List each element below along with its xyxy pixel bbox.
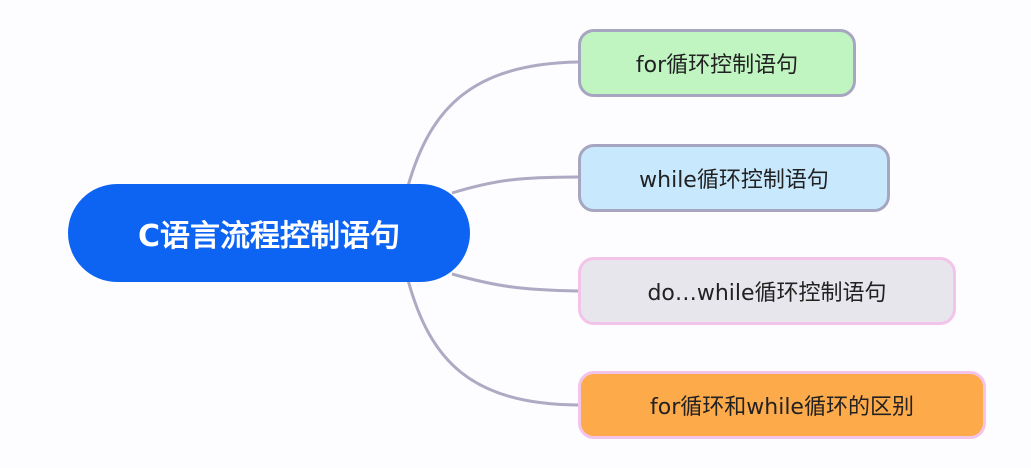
subtopic-label: for循环和while循环的区别: [650, 395, 914, 420]
root-topic-node[interactable]: C语言流程控制语句: [68, 184, 470, 282]
subtopic-while-loop[interactable]: while循环控制语句: [578, 144, 890, 212]
subtopic-for-vs-while[interactable]: for循环和while循环的区别: [578, 371, 986, 439]
root-topic-label: C语言流程控制语句: [137, 219, 401, 254]
subtopic-for-loop[interactable]: for循环控制语句: [578, 29, 856, 97]
connector-line-1: [451, 175, 579, 195]
subtopic-do-while-loop[interactable]: do…while循环控制语句: [578, 257, 956, 325]
subtopic-label: do…while循环控制语句: [647, 281, 887, 306]
subtopic-label: while循环控制语句: [639, 168, 829, 193]
connector-line-0: [406, 60, 579, 187]
connector-line-3: [406, 279, 579, 407]
subtopic-label: for循环控制语句: [635, 53, 799, 78]
connector-line-2: [451, 272, 579, 293]
